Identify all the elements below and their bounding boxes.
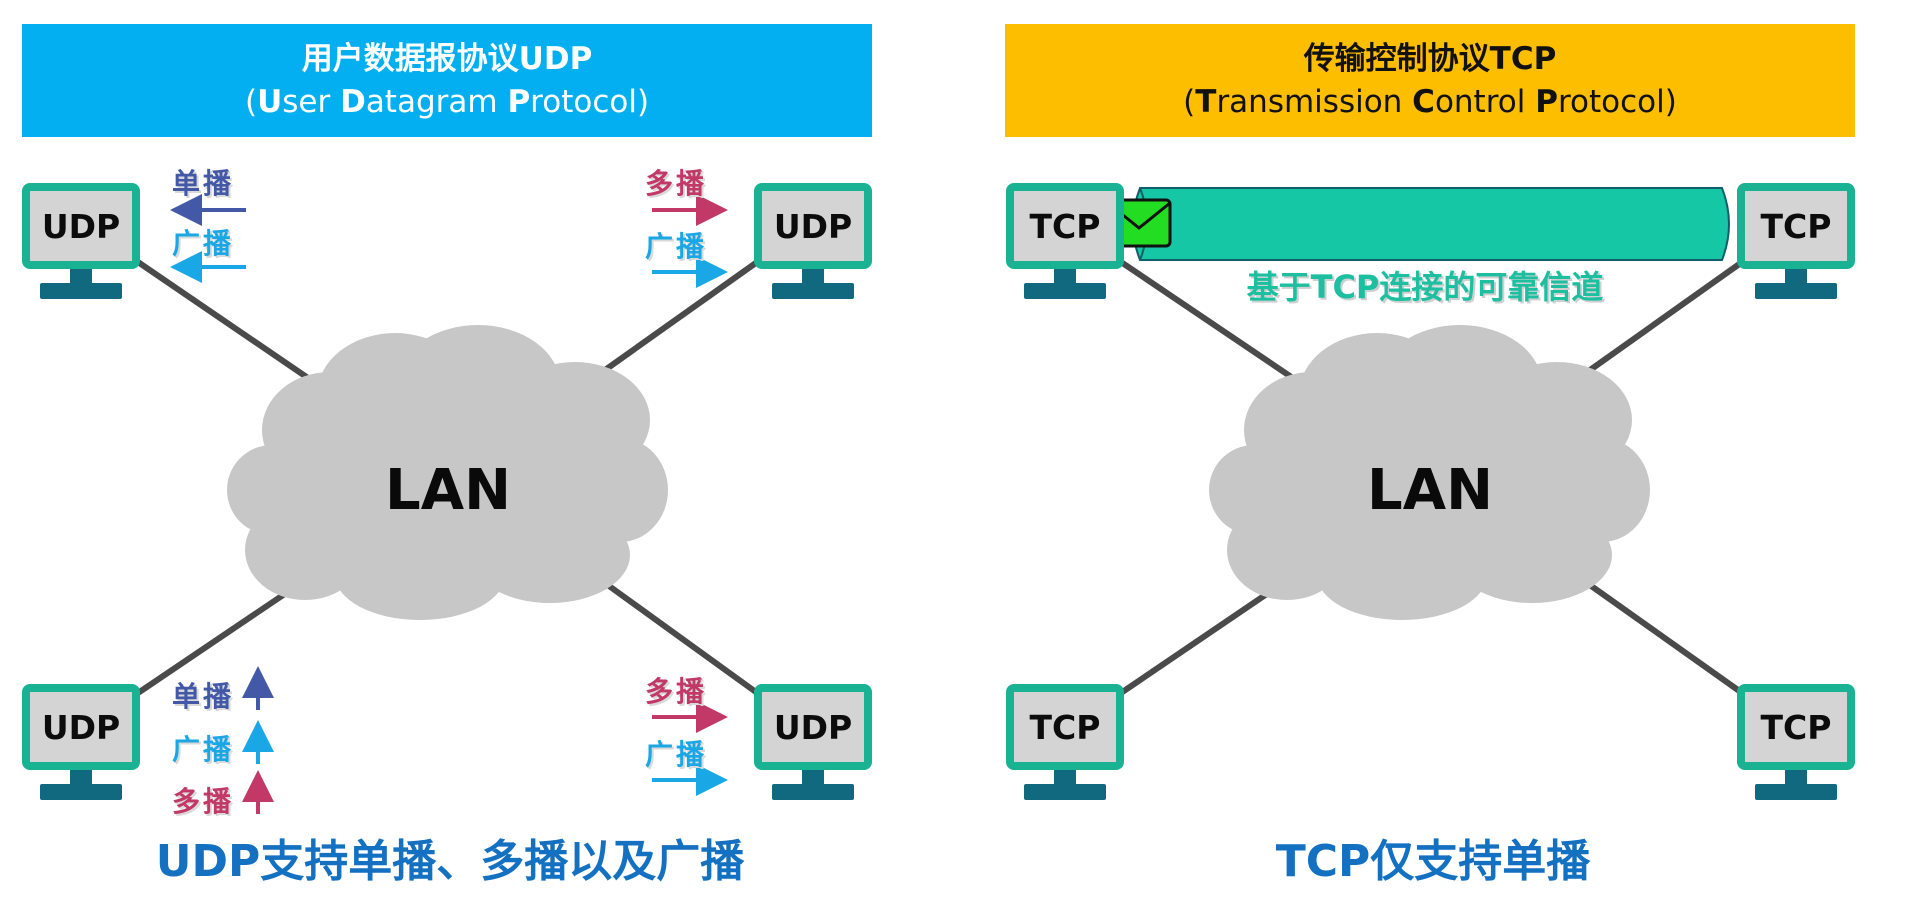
cloud-icon bbox=[1209, 325, 1650, 620]
label-broadcast-bottom-right: 广播 bbox=[645, 738, 708, 771]
tcp-channel bbox=[1132, 187, 1730, 261]
udp-banner-subtitle: (User Datagram Protocol) bbox=[244, 83, 650, 120]
udp-link-top-left bbox=[132, 257, 333, 396]
host-screen: UDP bbox=[22, 684, 140, 770]
udp-link-top-right bbox=[595, 257, 763, 378]
udp-banner: 用户数据报协议UDP (User Datagram Protocol) bbox=[22, 24, 872, 137]
tcp-caption: TCP仅支持单播 bbox=[1275, 836, 1591, 887]
tcp-host-bottom-right: TCP bbox=[1737, 684, 1855, 802]
udp-links bbox=[132, 257, 763, 698]
host-screen: UDP bbox=[754, 684, 872, 770]
host-screen: TCP bbox=[1737, 183, 1855, 269]
tcp-cloud-label: LAN bbox=[1367, 458, 1493, 523]
host-screen: UDP bbox=[754, 183, 872, 269]
label-unicast-top-left: 单播 bbox=[172, 167, 235, 200]
tcp-banner-subtitle: (Transmission Control Protocol) bbox=[1183, 83, 1677, 120]
host-screen: UDP bbox=[22, 183, 140, 269]
host-screen: TCP bbox=[1006, 183, 1124, 269]
tcp-host-top-right: TCP bbox=[1737, 183, 1855, 301]
udp-link-bottom-left bbox=[132, 582, 301, 698]
tcp-links bbox=[1115, 257, 1748, 698]
tcp-host-top-left: TCP bbox=[1006, 183, 1124, 301]
tcp-channel-label: 基于TCP连接的可靠信道 bbox=[1246, 268, 1604, 306]
udp-banner-title: 用户数据报协议UDP bbox=[301, 40, 593, 77]
label-unicast-bottom-left: 单播 bbox=[172, 680, 235, 713]
tcp-link-top-right bbox=[1580, 257, 1748, 378]
label-broadcast-top-left: 广播 bbox=[172, 227, 235, 260]
tcp-link-top-left bbox=[1115, 257, 1318, 396]
label-multicast-top-right: 多播 bbox=[645, 167, 708, 200]
udp-cloud-label: LAN bbox=[385, 458, 511, 523]
udp-host-top-right: UDP bbox=[754, 183, 872, 301]
host-screen: TCP bbox=[1006, 684, 1124, 770]
label-broadcast-top-right: 广播 bbox=[645, 230, 708, 263]
tcp-host-bottom-left: TCP bbox=[1006, 684, 1124, 802]
host-screen: TCP bbox=[1737, 684, 1855, 770]
label-broadcast-bottom-left: 广播 bbox=[172, 733, 235, 766]
udp-link-bottom-right bbox=[595, 575, 763, 698]
udp-host-bottom-left: UDP bbox=[22, 684, 140, 802]
label-multicast-bottom-left: 多播 bbox=[172, 785, 235, 818]
label-multicast-bottom-right: 多播 bbox=[645, 675, 708, 708]
cloud-icon bbox=[227, 325, 668, 620]
tcp-banner: 传输控制协议TCP (Transmission Control Protocol… bbox=[1005, 24, 1855, 137]
udp-host-bottom-right: UDP bbox=[754, 684, 872, 802]
tcp-link-bottom-left bbox=[1115, 582, 1283, 698]
tcp-banner-title: 传输控制协议TCP bbox=[1303, 40, 1557, 77]
udp-arrows bbox=[170, 194, 728, 814]
tcp-link-bottom-right bbox=[1577, 575, 1748, 698]
udp-caption: UDP支持单播、多播以及广播 bbox=[155, 836, 745, 887]
udp-host-top-left: UDP bbox=[22, 183, 140, 301]
